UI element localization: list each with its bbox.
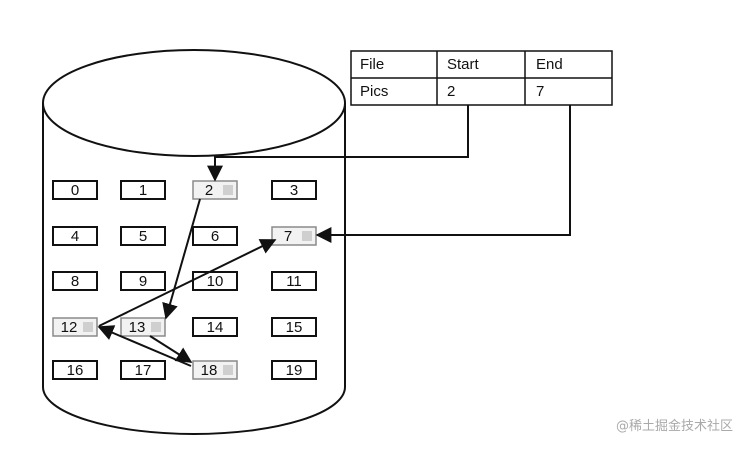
disk-block-0: 0 xyxy=(52,180,98,200)
table-cell-file: Pics xyxy=(360,83,388,100)
disk-block-box xyxy=(52,180,98,200)
disk-block-label: 9 xyxy=(139,273,147,290)
disk-block-label: 16 xyxy=(67,362,84,379)
disk-block-label: 0 xyxy=(71,182,79,199)
disk-block-label: 17 xyxy=(135,362,152,379)
disk-block-label: 19 xyxy=(286,362,303,379)
linked-chain-arrows xyxy=(97,198,277,367)
chain-arrow-13-to-18 xyxy=(149,335,193,363)
disk-block-13: 13 xyxy=(120,317,166,337)
disk-block-2: 2 xyxy=(192,180,238,200)
disk-block-3: 3 xyxy=(271,180,317,200)
disk-block-label: 7 xyxy=(284,228,292,245)
disk-block-box xyxy=(192,226,238,246)
disk-block-box xyxy=(192,317,238,337)
table-header-start: Start xyxy=(447,56,480,73)
disk-block-box xyxy=(271,360,317,380)
disk-block-label: 18 xyxy=(201,362,218,379)
table-cell-end: 7 xyxy=(536,83,544,100)
disk-block-label: 15 xyxy=(286,319,303,336)
disk-block-8: 8 xyxy=(52,271,98,291)
disk-block-15: 15 xyxy=(271,317,317,337)
disk-block-box xyxy=(120,226,166,246)
cylinder-body xyxy=(42,103,346,435)
block-shade xyxy=(151,322,161,332)
disk-block-box xyxy=(271,271,317,291)
disk-block-label: 4 xyxy=(71,228,79,245)
disk-block-10: 10 xyxy=(192,271,238,291)
disk-block-19: 19 xyxy=(271,360,317,380)
disk-block-label: 11 xyxy=(286,273,302,290)
disk-block-box xyxy=(52,360,98,380)
watermark-text: @稀土掘金技术社区 xyxy=(616,418,733,434)
block-shade xyxy=(83,322,93,332)
disk-block-14: 14 xyxy=(192,317,238,337)
disk-block-label: 8 xyxy=(71,273,79,290)
cylinder-top xyxy=(42,49,346,157)
block-shade xyxy=(223,365,233,375)
start-pointer-arrow xyxy=(207,105,469,182)
disk-block-18: 18 xyxy=(192,360,238,380)
disk-block-1: 1 xyxy=(120,180,166,200)
end-pointer-arrow xyxy=(315,105,571,243)
block-shade xyxy=(302,231,312,241)
disk-block-label: 2 xyxy=(205,182,213,199)
table-cell-start: 2 xyxy=(447,83,455,100)
disk-block-label: 3 xyxy=(290,182,298,199)
disk-block-9: 9 xyxy=(120,271,166,291)
disk-block-box xyxy=(52,271,98,291)
disk-block-box xyxy=(52,226,98,246)
disk-block-label: 1 xyxy=(139,182,147,199)
disk-block-label: 6 xyxy=(211,228,219,245)
disk-block-4: 4 xyxy=(52,226,98,246)
disk-block-12: 12 xyxy=(52,317,98,337)
disk-block-label: 5 xyxy=(139,228,147,245)
disk-block-label: 12 xyxy=(61,319,78,336)
disk-block-17: 17 xyxy=(120,360,166,380)
disk-block-box xyxy=(120,271,166,291)
chain-arrow-18-to-12 xyxy=(97,325,192,367)
chain-arrow-2-to-13 xyxy=(162,198,201,320)
directory-table: File Start End Pics 2 7 xyxy=(350,50,613,106)
disk-block-label: 10 xyxy=(207,273,224,290)
disk-block-box xyxy=(120,360,166,380)
table-header-file: File xyxy=(360,56,384,73)
disk-block-11: 11 xyxy=(271,271,317,291)
disk-block-7: 7 xyxy=(271,226,317,246)
block-shade xyxy=(223,185,233,195)
disk-block-label: 13 xyxy=(129,319,146,336)
chain-arrow-12-to-7 xyxy=(98,239,277,327)
disk-block-box xyxy=(120,180,166,200)
disk-block-5: 5 xyxy=(120,226,166,246)
disk-block-16: 16 xyxy=(52,360,98,380)
disk-block-6: 6 xyxy=(192,226,238,246)
disk-cylinder xyxy=(42,49,346,435)
table-header-end: End xyxy=(536,56,563,73)
disk-block-box xyxy=(271,180,317,200)
disk-block-label: 14 xyxy=(207,319,224,336)
disk-block-box xyxy=(271,317,317,337)
